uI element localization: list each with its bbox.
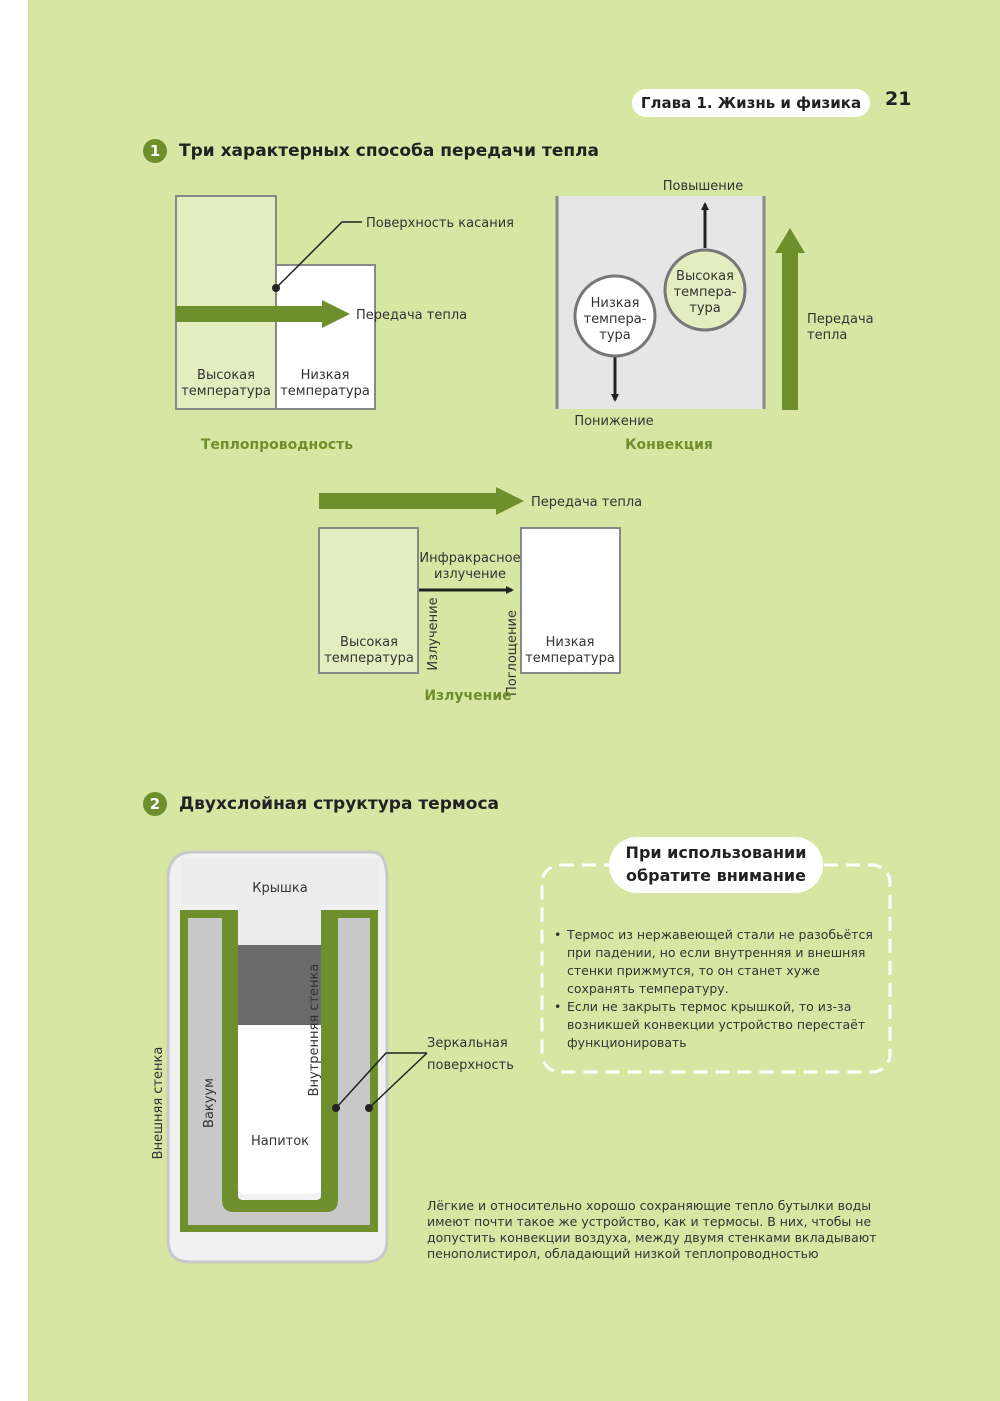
absorption-label: Поглощение — [505, 610, 520, 696]
contact-point — [272, 284, 280, 292]
thermos-diagram: Крышка Напиток Вакуум Внутренняя стенка … — [151, 850, 514, 1264]
convection-diagram: Высокая темпера- тура Низкая темпера- ту… — [555, 179, 874, 453]
infrared-label-1: Инфракрасное — [419, 551, 520, 566]
radiation-cold-block — [520, 527, 621, 674]
page-number: 21 — [885, 88, 912, 110]
note-item-1: Термос из нержавеющей стали не разобьётс… — [553, 926, 878, 998]
radiation-high-1: Высокая — [340, 635, 398, 650]
cold-block — [275, 264, 376, 410]
contact-surface-leader — [275, 221, 362, 289]
radiation-diagram: Передача тепла Инфракрасное излучение Из… — [318, 487, 642, 704]
fall-label: Понижение — [574, 414, 653, 429]
mirror-point-inner — [332, 1104, 340, 1112]
radiation-heat-arrow-head — [496, 487, 524, 515]
convection-caption: Конвекция — [625, 437, 713, 453]
note-title: При использовании обратите внимание — [609, 837, 823, 893]
cold-bubble — [573, 274, 657, 358]
bottom-paragraph: Лёгкие и относительно хорошо сохраняющие… — [427, 1198, 877, 1261]
convection-high-3: тура — [689, 301, 720, 316]
convection-high-1: Высокая — [676, 269, 734, 284]
convection-low-1: Низкая — [591, 296, 640, 311]
conduction-low-1: Низкая — [301, 368, 350, 383]
conduction-high-2: температура — [181, 384, 271, 399]
convection-heat-arrow-shaft — [782, 252, 798, 410]
infrared-label-2: излучение — [434, 567, 506, 582]
outer-wall-label: Внешняя стенка — [151, 1047, 166, 1160]
note-title-line-2: обратите внимание — [626, 866, 806, 885]
thermos-lid — [181, 858, 378, 945]
conduction-diagram: Поверхность касания Передача тепла Высок… — [175, 195, 514, 453]
conduction-high-1: Высокая — [197, 368, 255, 383]
section-title-2: Двухслойная структура термоса — [179, 794, 500, 814]
radiation-hot-block — [318, 527, 419, 674]
lid-plug — [238, 945, 321, 1025]
note-title-line-1: При использовании — [625, 843, 807, 862]
radiation-high-2: температура — [324, 651, 414, 666]
convection-low-3: тура — [599, 328, 630, 343]
hot-block — [175, 195, 277, 410]
hot-bubble — [663, 248, 747, 332]
radiation-heat-arrow-shaft — [319, 493, 497, 509]
mirror-leader-1 — [335, 1052, 387, 1109]
mirror-label-1: Зеркальная — [427, 1036, 508, 1051]
section-number-1: 1 — [143, 139, 167, 163]
radiation-low-2: температура — [525, 651, 615, 666]
radiation-heat-label: Передача тепла — [531, 495, 642, 510]
convection-heat-arrow-head — [775, 228, 805, 253]
convection-heat-2: тепла — [807, 328, 847, 343]
drink-label: Напиток — [251, 1134, 309, 1149]
convection-heat-1: Передача — [807, 312, 874, 327]
rise-label: Повышение — [663, 179, 744, 194]
section-number-2: 2 — [143, 792, 167, 816]
mirror-label-2: поверхность — [427, 1058, 514, 1073]
convection-high-2: темпера- — [674, 285, 737, 300]
radiation-caption: Излучение — [424, 688, 511, 704]
vacuum-label: Вакуум — [202, 1078, 217, 1128]
mirror-leader-2 — [368, 1052, 428, 1109]
inner-wall-label: Внутренняя стенка — [307, 964, 322, 1097]
emission-label: Излучение — [426, 597, 441, 670]
chapter-title: Глава 1. Жизнь и физика — [632, 89, 870, 117]
note-list: Термос из нержавеющей стали не разобьётс… — [553, 926, 878, 1052]
heat-arrow-shaft — [176, 306, 324, 322]
conduction-low-2: температура — [280, 384, 370, 399]
note-item-2: Если не закрыть термос крышкой, то из-за… — [553, 998, 878, 1052]
conduction-heat-label: Передача тепла — [356, 308, 467, 323]
heat-arrow-head — [322, 300, 350, 328]
contact-surface-label: Поверхность касания — [366, 216, 514, 231]
section-title-1: Три характерных способа передачи тепла — [179, 141, 600, 161]
lid-label: Крышка — [252, 881, 307, 896]
convection-low-2: темпера- — [584, 312, 647, 327]
conduction-caption: Теплопроводность — [201, 437, 353, 453]
radiation-low-1: Низкая — [546, 635, 595, 650]
mirror-point-outer — [365, 1104, 373, 1112]
